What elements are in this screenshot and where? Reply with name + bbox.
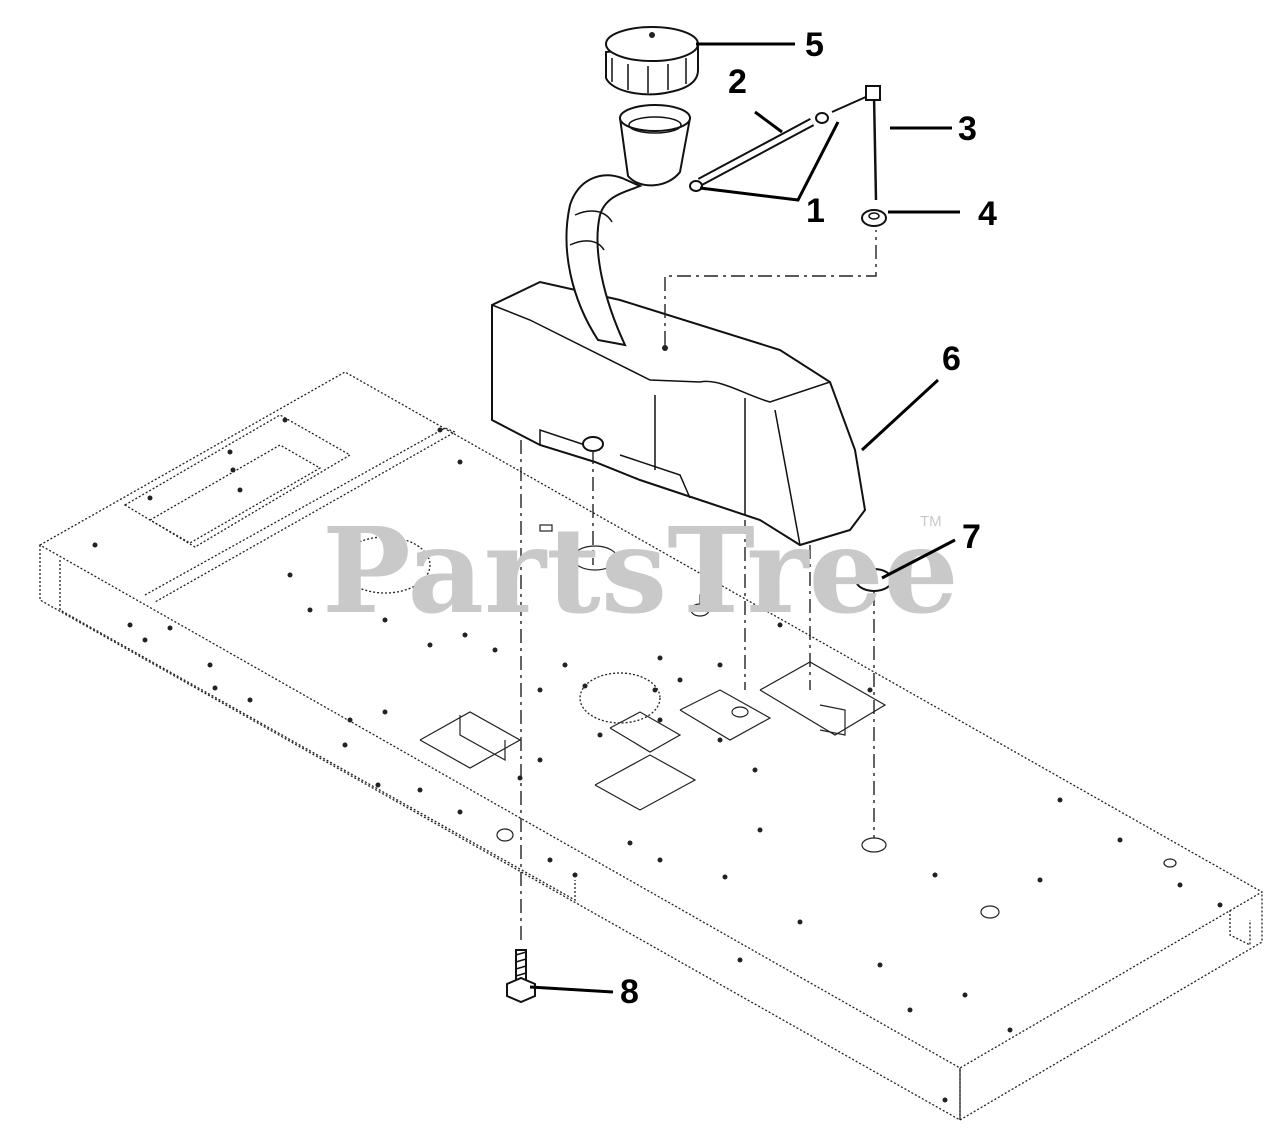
assembly-lines <box>520 230 887 945</box>
callout-1: 1 <box>806 192 825 230</box>
callout-4: 4 <box>978 195 997 233</box>
watermark: PartsTree TM <box>322 501 959 640</box>
callouts: 1 2 3 4 5 6 7 8 <box>620 26 997 1011</box>
fuel-pickup-tube <box>831 85 881 201</box>
leader-lines <box>529 42 960 994</box>
callout-3: 3 <box>958 110 977 148</box>
filler-neck <box>618 104 692 187</box>
vent-tube <box>689 112 829 192</box>
chassis-frame <box>38 371 1264 1122</box>
callout-2: 2 <box>728 63 747 101</box>
filler-neck-hose <box>565 174 643 347</box>
callout-8: 8 <box>620 973 639 1011</box>
watermark-trademark: TM <box>920 513 942 530</box>
fuel-tank <box>491 280 867 547</box>
bolt <box>506 949 536 1004</box>
callout-7: 7 <box>962 518 981 556</box>
callout-6: 6 <box>942 340 961 378</box>
grommet <box>861 209 887 227</box>
fuel-cap <box>605 26 699 96</box>
callout-5: 5 <box>805 26 824 64</box>
frame-bolt-holes <box>92 417 1223 1103</box>
watermark-text: PartsTree <box>322 501 959 640</box>
plug <box>855 568 893 592</box>
